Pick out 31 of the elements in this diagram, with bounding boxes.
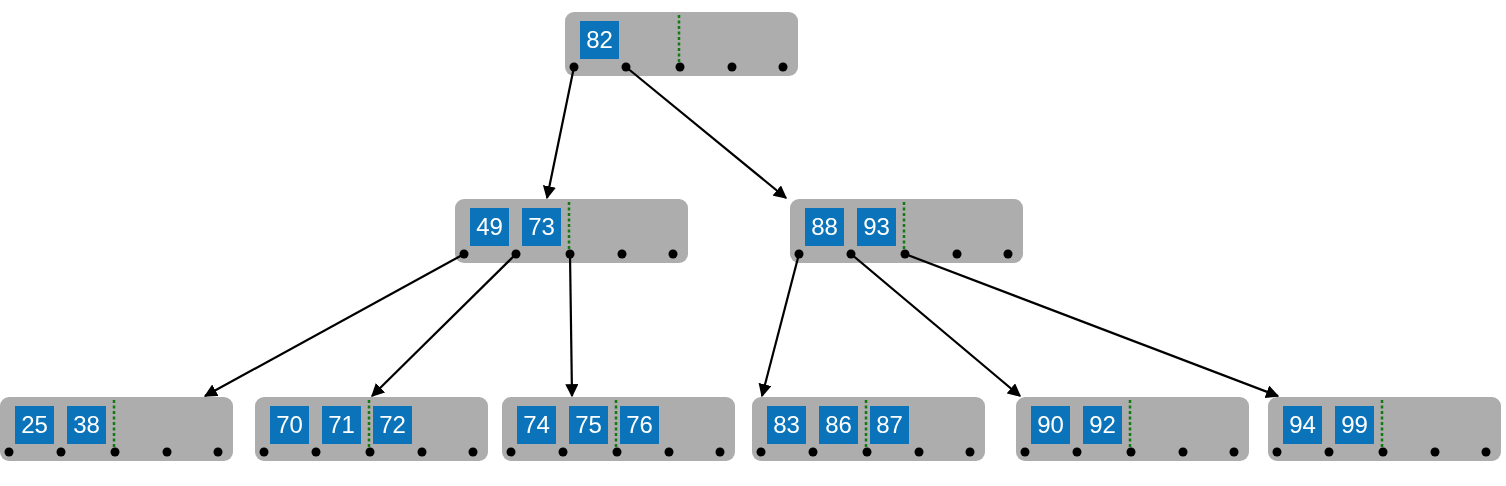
btree-node — [455, 199, 688, 263]
key-value: 86 — [819, 406, 858, 444]
arrow — [850, 253, 1021, 397]
key-value: 88 — [805, 208, 844, 246]
key-value: 25 — [15, 406, 54, 444]
btree-node — [502, 397, 735, 461]
key-value: 76 — [620, 406, 659, 444]
arrow — [371, 253, 517, 397]
key-value: 75 — [569, 406, 608, 444]
btree-node — [752, 397, 985, 461]
btree-node — [790, 199, 1023, 263]
key-value: 73 — [522, 208, 561, 246]
key-value: 71 — [322, 406, 361, 444]
key-value: 82 — [580, 21, 619, 59]
key-value: 93 — [857, 208, 896, 246]
key-value: 94 — [1283, 406, 1322, 444]
key-value: 83 — [767, 406, 806, 444]
btree-node — [255, 397, 488, 461]
key-value: 90 — [1031, 406, 1070, 444]
key-value: 70 — [270, 406, 309, 444]
key-value: 72 — [373, 406, 412, 444]
key-value: 38 — [67, 406, 106, 444]
btree-node — [565, 12, 798, 76]
btree-node — [1016, 397, 1249, 461]
btree-node — [1268, 397, 1501, 461]
btree-node — [0, 397, 233, 461]
key-value: 49 — [470, 208, 509, 246]
key-value: 74 — [517, 406, 556, 444]
key-value: 92 — [1083, 406, 1122, 444]
key-value: 99 — [1335, 406, 1374, 444]
key-value: 87 — [870, 406, 909, 444]
